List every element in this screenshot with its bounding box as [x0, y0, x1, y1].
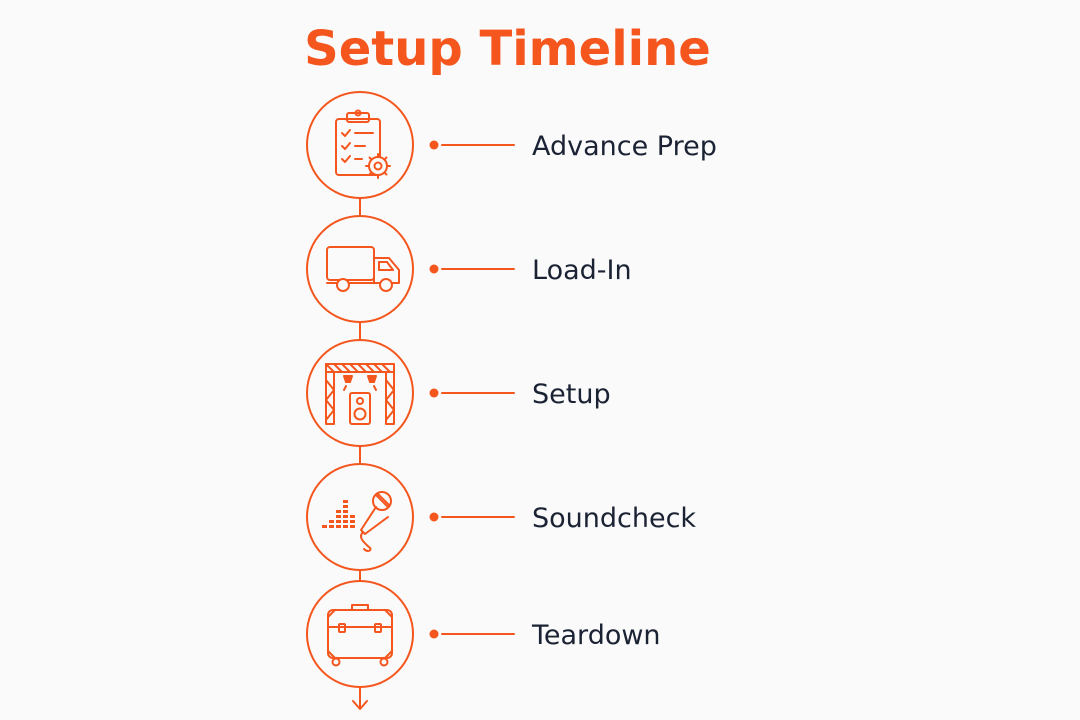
step-label-teardown: Teardown [531, 620, 661, 651]
step-circle [306, 463, 414, 571]
step-label-load-in: Load-In [532, 255, 632, 286]
timeline-step-soundcheck [306, 463, 515, 571]
timeline-step-advance-prep [306, 91, 515, 199]
connector-dot [429, 629, 439, 639]
connector-dot [429, 264, 439, 274]
connector-dot [429, 388, 439, 398]
step-circle [306, 91, 414, 199]
step-label-setup: Setup [532, 379, 611, 410]
clipboard-checklist-gear-icon [335, 109, 391, 179]
connector-dot [429, 512, 439, 522]
step-circle [306, 215, 414, 323]
step-circle [306, 339, 414, 447]
truck-icon [326, 246, 400, 292]
arrow-down-icon [352, 700, 368, 710]
microphone-equalizer-icon [322, 500, 355, 528]
timeline-step-load-in [306, 215, 515, 323]
timeline-step-setup [306, 339, 515, 447]
road-case-icon [327, 604, 393, 667]
step-circle [306, 580, 414, 688]
page-title: Setup Timeline [304, 21, 711, 77]
step-label-advance-prep: Advance Prep [532, 131, 717, 162]
timeline-step-teardown [306, 580, 515, 688]
connector-dot [429, 140, 439, 150]
stage-truss-speaker-icon [325, 363, 395, 425]
microphone-icon [360, 491, 392, 552]
step-label-soundcheck: Soundcheck [532, 503, 696, 534]
